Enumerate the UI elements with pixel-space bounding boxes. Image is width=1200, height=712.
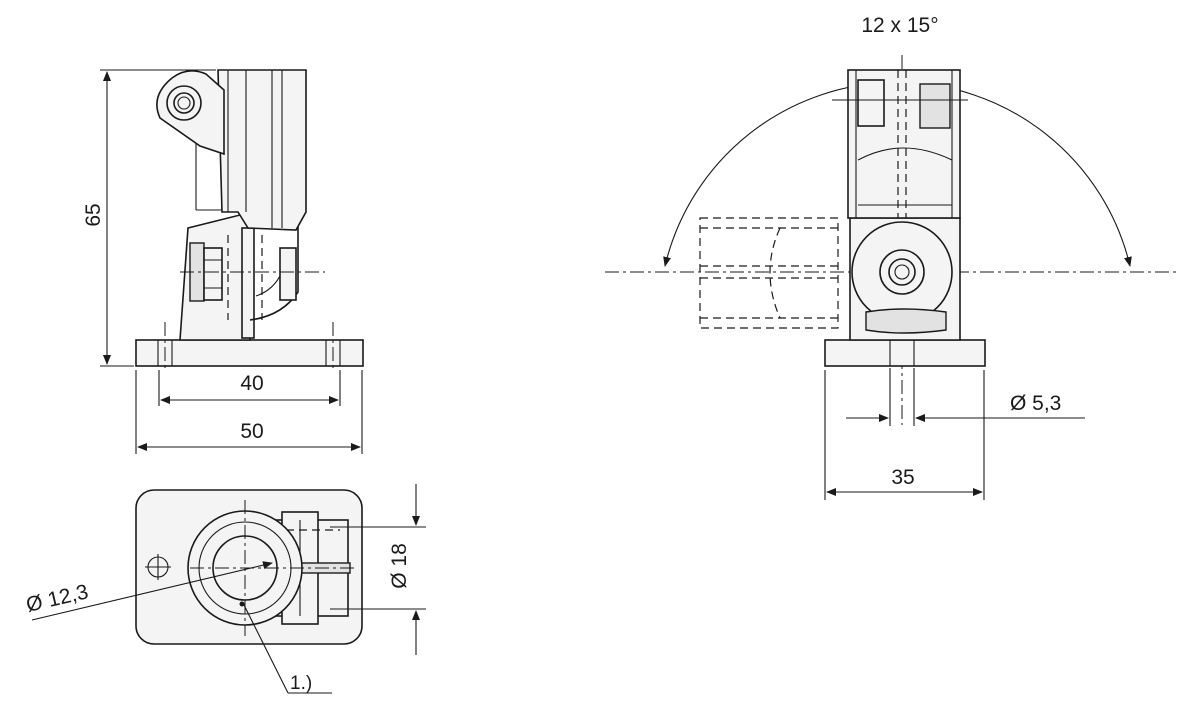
side-nut xyxy=(879,249,925,295)
front-view: 65 40 50 xyxy=(82,69,364,454)
front-hole-spacing-dimension: 40 xyxy=(240,372,263,395)
top-clamp-diameter-dimension: Ø 18 xyxy=(388,543,411,589)
side-base-plate xyxy=(824,339,986,367)
front-height-dimension: 65 xyxy=(82,203,105,226)
front-base-width-dimension: 50 xyxy=(240,420,263,443)
top-bore-diameter-dimension: Ø 12,3 xyxy=(24,580,91,617)
front-nut xyxy=(166,85,202,121)
front-base-plate xyxy=(135,339,364,367)
side-base-width-dimension: 35 xyxy=(891,466,914,489)
top-view: Ø 18 Ø 12,3 1.) xyxy=(24,484,426,694)
rotation-dimension: 12 x 15° xyxy=(861,14,938,37)
front-upper-column xyxy=(217,69,307,231)
front-clamp-lever xyxy=(156,70,225,156)
side-rotated-column xyxy=(699,217,839,329)
side-view: 12 x 15° xyxy=(605,14,1180,500)
top-note-marker: 1.) xyxy=(290,673,312,694)
side-hole-diameter-dimension: Ø 5,3 xyxy=(1010,392,1061,415)
